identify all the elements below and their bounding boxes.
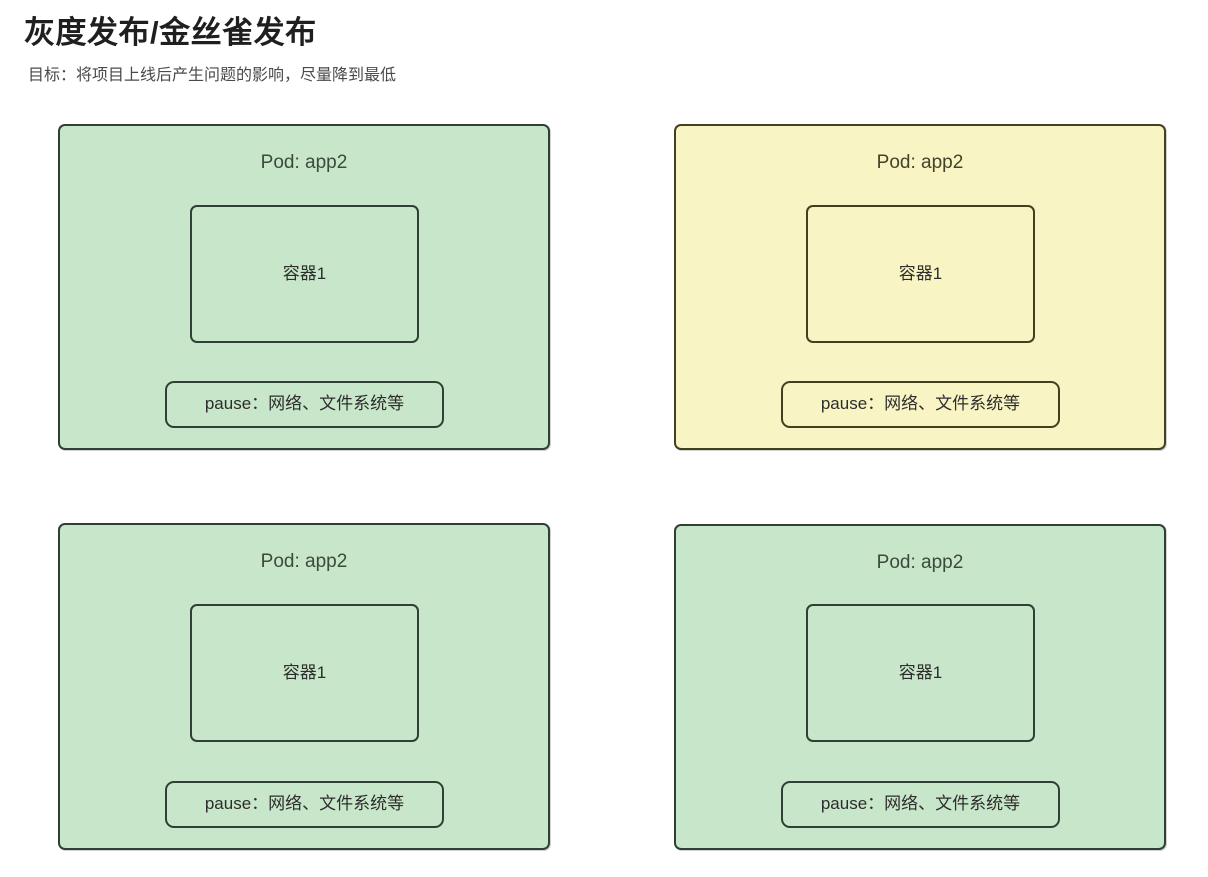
pause-box-top-right[interactable]: pause：网络、文件系统等 bbox=[781, 381, 1060, 428]
pause-box-bottom-right[interactable]: pause：网络、文件系统等 bbox=[781, 781, 1060, 828]
pod-box-top-right[interactable]: Pod: app2 容器1 pause：网络、文件系统等 bbox=[674, 124, 1166, 450]
pod-title-top-right: Pod: app2 bbox=[876, 152, 964, 173]
pod-title-bottom-left: Pod: app2 bbox=[260, 551, 348, 572]
pod-box-bottom-left[interactable]: Pod: app2 容器1 pause：网络、文件系统等 bbox=[58, 523, 550, 850]
page-title: 灰度发布/金丝雀发布 bbox=[24, 15, 317, 50]
pod-title-top-left: Pod: app2 bbox=[260, 152, 348, 173]
container-label-top-right: 容器1 bbox=[898, 263, 943, 283]
container-box-top-right[interactable]: 容器1 bbox=[806, 205, 1035, 343]
container-box-bottom-right[interactable]: 容器1 bbox=[806, 604, 1035, 742]
pause-label-top-right: pause：网络、文件系统等 bbox=[820, 394, 1021, 414]
container-label-bottom-left: 容器1 bbox=[282, 662, 327, 682]
pod-box-top-left[interactable]: Pod: app2 容器1 pause：网络、文件系统等 bbox=[58, 124, 550, 450]
container-label-top-left: 容器1 bbox=[282, 263, 327, 283]
container-box-bottom-left[interactable]: 容器1 bbox=[190, 604, 419, 742]
pause-box-top-left[interactable]: pause：网络、文件系统等 bbox=[165, 381, 444, 428]
page-header: 灰度发布/金丝雀发布 目标：将项目上线后产生问题的影响，尽量降到最低 bbox=[24, 14, 1124, 87]
pause-box-bottom-left[interactable]: pause：网络、文件系统等 bbox=[165, 781, 444, 828]
container-label-bottom-right: 容器1 bbox=[898, 662, 943, 682]
pause-label-top-left: pause：网络、文件系统等 bbox=[204, 394, 405, 414]
page-subtitle: 目标：将项目上线后产生问题的影响，尽量降到最低 bbox=[28, 66, 397, 84]
pause-label-bottom-left: pause：网络、文件系统等 bbox=[204, 794, 405, 814]
container-box-top-left[interactable]: 容器1 bbox=[190, 205, 419, 343]
pod-box-bottom-right[interactable]: Pod: app2 容器1 pause：网络、文件系统等 bbox=[674, 524, 1166, 850]
pod-title-bottom-right: Pod: app2 bbox=[876, 552, 964, 573]
pause-label-bottom-right: pause：网络、文件系统等 bbox=[820, 794, 1021, 814]
